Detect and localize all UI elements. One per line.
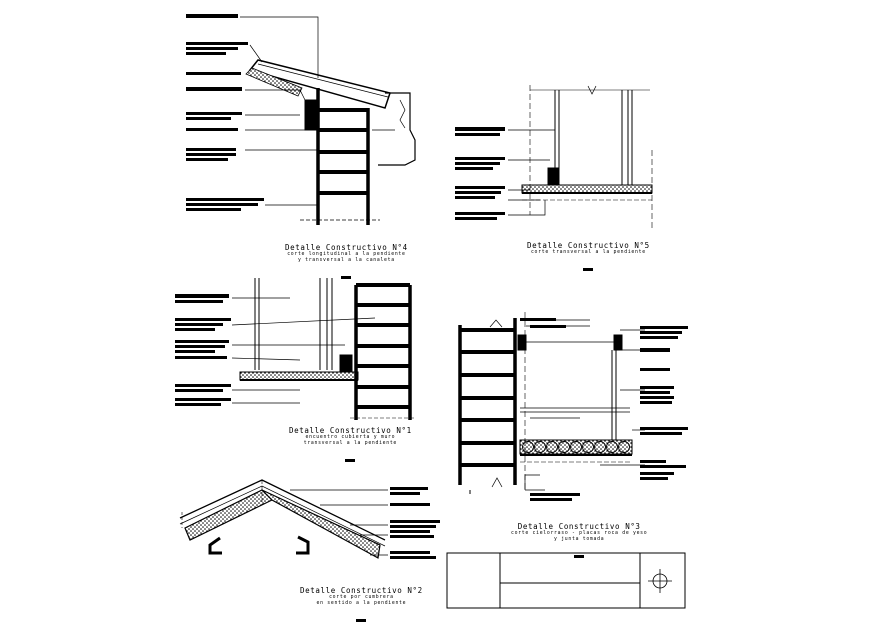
caption-detalle-3: Detalle Constructivo N°3 corte cielorras…	[511, 522, 647, 562]
floor-slab-5	[521, 184, 653, 194]
detail-2-labels	[390, 487, 440, 559]
caption-subtitle: corte por cumbrera	[329, 595, 394, 600]
caption-subtitle: encuentro cubierta y muro	[305, 435, 396, 440]
purlin-right	[296, 535, 310, 555]
detail-1-drawing	[231, 278, 415, 420]
detail-2-drawing	[179, 479, 388, 559]
brick-wall-1	[354, 285, 412, 420]
caption-subtitle: corte longitudinal a la pendiente	[287, 252, 406, 257]
caption-title: Detalle Constructivo N°1	[289, 426, 412, 435]
caption-title: Detalle Constructivo N°2	[300, 586, 423, 595]
caption-detalle-5: Detalle Constructivo N°5 corte transvers…	[527, 241, 650, 275]
detail-3-drawing	[458, 312, 645, 494]
ridge-left-slope	[184, 489, 274, 541]
gutter	[378, 92, 416, 166]
ridge-right-slope	[261, 489, 381, 559]
scale-mark	[583, 268, 594, 271]
detail-5-labels	[455, 127, 505, 220]
title-block	[446, 552, 686, 609]
detail-3-labels	[520, 318, 688, 501]
caption-subtitle: corte cielorraso - placas roca de yeso	[511, 531, 648, 536]
scale-mark	[345, 459, 356, 462]
caption-title: Detalle Constructivo N°4	[285, 243, 408, 252]
detail-1-labels	[175, 294, 231, 406]
caption-detalle-1: Detalle Constructivo N°1 encuentro cubie…	[289, 426, 412, 466]
brick-wall-3	[458, 318, 517, 485]
floor-slab-1	[239, 371, 359, 381]
caption-detalle-2: Detalle Constructivo N°2 corte por cumbr…	[300, 586, 423, 626]
scale-mark	[341, 276, 352, 279]
scale-mark	[574, 555, 585, 558]
detail-4-drawing	[240, 16, 416, 225]
caption-subtitle: en sentido a la pendiente	[316, 601, 407, 606]
caption-title: Detalle Constructivo N°3	[517, 522, 641, 531]
scale-mark	[356, 619, 367, 622]
caption-subtitle: transversal a la pendiente	[303, 441, 398, 446]
crosshair-circle-icon	[648, 569, 672, 593]
caption-subtitle: y junta tomada	[554, 537, 605, 542]
caption-detalle-4: Detalle Constructivo N°4 corte longitudi…	[285, 243, 408, 283]
detail-5-drawing	[508, 85, 653, 230]
roof-insulation	[245, 67, 303, 97]
purlin-left	[208, 536, 222, 555]
detail-4-labels	[186, 14, 264, 211]
caption-title: Detalle Constructivo N°5	[527, 241, 650, 250]
caption-subtitle: corte transversal a la pendiente	[530, 250, 646, 255]
caption-subtitle: y transversal a la canaleta	[297, 258, 395, 263]
